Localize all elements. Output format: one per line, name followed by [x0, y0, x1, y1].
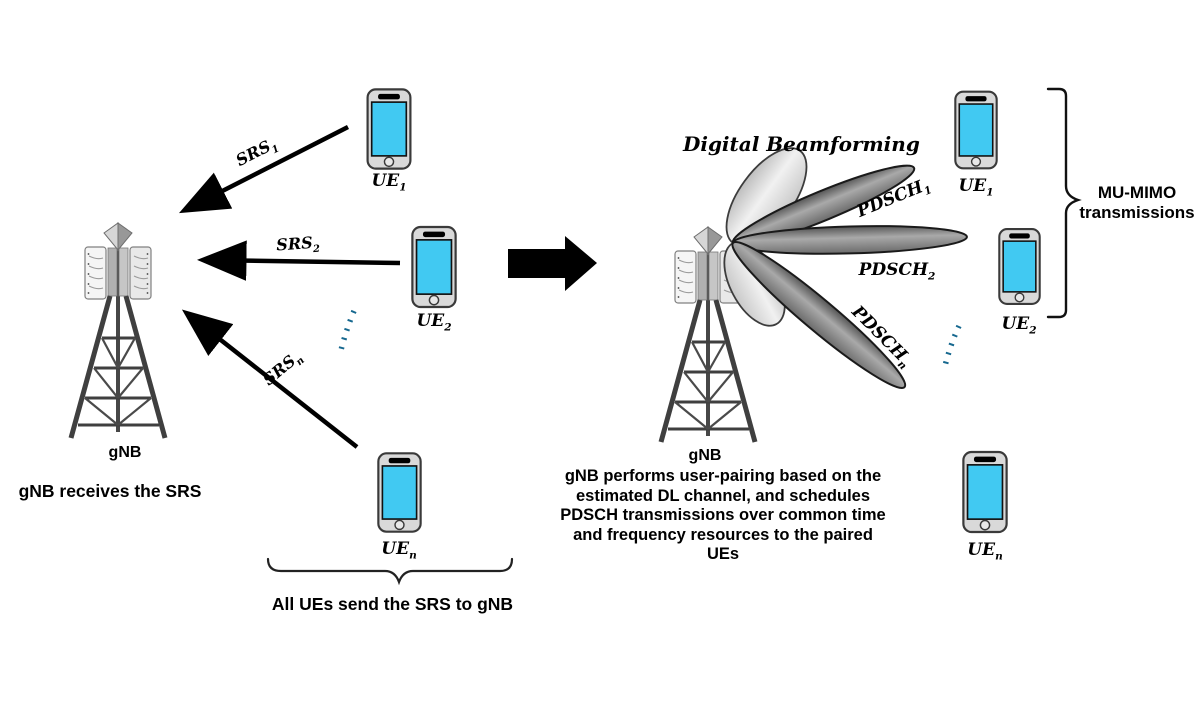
srs1-arrow [178, 124, 350, 214]
pdschn-beam-icon [731, 241, 907, 389]
ellipsis-dots-left [337, 309, 357, 355]
right-caption: gNB performs user-pairing based on the e… [560, 467, 886, 563]
left-caption: gNB receives the SRS [18, 481, 202, 501]
ue2-label-right: UE2 [1001, 314, 1037, 337]
digital-beamforming-title: Digital Beamforming [683, 132, 920, 156]
ue2-phone-right-icon [998, 227, 1041, 306]
ue1-phone-right-icon [954, 90, 998, 170]
brace-caption: All UEs send the SRS to gNB [271, 594, 514, 614]
pdsch2-label: PDSCH2 [858, 260, 936, 283]
uen-label-left: UEn [381, 539, 417, 562]
mu-mimo-bracket [1046, 87, 1082, 319]
ue1-label-left: UE1 [371, 171, 407, 194]
srs2-label: SRS2 [275, 232, 321, 256]
ue2-phone-left-icon [411, 225, 457, 309]
transition-arrow-icon [508, 236, 597, 291]
ellipsis-dots-right [941, 324, 962, 371]
mu-mimo-label: MU-MIMO transmissions [1079, 183, 1195, 222]
srsn-arrow [181, 309, 359, 449]
uen-phone-left-icon [377, 452, 422, 533]
gnb-tower-left-icon [71, 223, 165, 438]
ue1-phone-left-icon [366, 88, 412, 170]
uen-label-right: UEn [967, 540, 1003, 563]
srs-arrows [178, 124, 401, 449]
srs2-arrow [197, 240, 401, 281]
uen-phone-right-icon [962, 450, 1008, 534]
gnb-label-right: gNB [688, 447, 722, 464]
ue2-label-left: UE2 [416, 311, 452, 334]
beamforming-lobes [723, 147, 968, 389]
gnb-label-left: gNB [108, 444, 142, 461]
ue-group-brace [266, 557, 514, 586]
ue1-label-right: UE1 [958, 176, 994, 199]
